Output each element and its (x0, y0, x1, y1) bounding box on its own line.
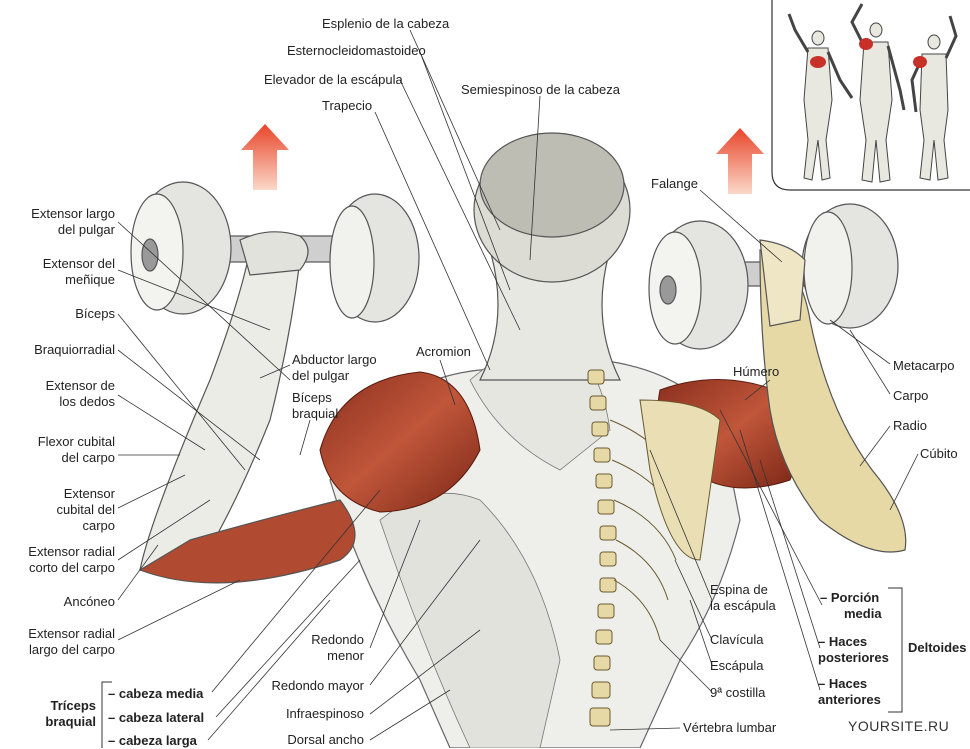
label-9-costilla: 9ª costilla (710, 685, 766, 700)
label-semiespinoso: Semiespinoso de la cabeza (461, 82, 620, 97)
label-cubito: Cúbito (920, 446, 958, 461)
label-biceps: Bíceps (75, 306, 115, 321)
label-metacarpo: Metacarpo (893, 358, 955, 373)
label-cabeza-larga: – cabeza larga (108, 733, 197, 748)
label-cabeza-media: – cabeza media (108, 686, 204, 701)
label-deltoides: Deltoides (908, 640, 967, 655)
label-carpo: Carpo (893, 388, 929, 403)
deltoides-bracket (888, 587, 903, 713)
inset-thumbnail (771, 0, 970, 191)
head-neck (473, 132, 631, 381)
label-escapula: Escápula (710, 658, 764, 673)
label-elevador-escapula: Elevador de la escápula (264, 72, 403, 87)
label-vertebra-lumbar: Vértebra lumbar (683, 720, 777, 735)
right-arm (759, 239, 907, 553)
right-dumbbell (648, 203, 899, 350)
leader-lines (117, 29, 919, 741)
label-acromion: Acromion (416, 344, 471, 359)
label-anconeo: Ancóneo (63, 594, 115, 609)
left-arm (138, 231, 356, 584)
label-trapecio: Trapecio (322, 98, 373, 113)
up-arrow-right-icon (716, 128, 764, 194)
watermark: YOURSITE.RU (848, 718, 950, 734)
label-falange: Falange (651, 176, 698, 191)
left-dumbbell (130, 181, 420, 323)
label-clavicula: Clavícula (710, 632, 764, 647)
label-cabeza-lateral: – cabeza lateral (108, 710, 205, 725)
label-esplenio: Esplenio de la cabeza (322, 16, 450, 31)
triceps-bracket (101, 681, 112, 748)
label-redondo-mayor: Redondo mayor (271, 678, 365, 693)
label-braquiorradial: Braquiorradial (34, 342, 115, 357)
label-humero: Húmero (733, 364, 780, 379)
up-arrow-left-icon (241, 124, 289, 190)
spine (587, 369, 721, 727)
label-infraespinoso: Infraespinoso (285, 706, 364, 721)
label-radio: Radio (893, 418, 927, 433)
label-esternocleidomastoideo: Esternocleidomastoideo (287, 43, 426, 58)
label-dorsal-ancho: Dorsal ancho (287, 732, 364, 747)
